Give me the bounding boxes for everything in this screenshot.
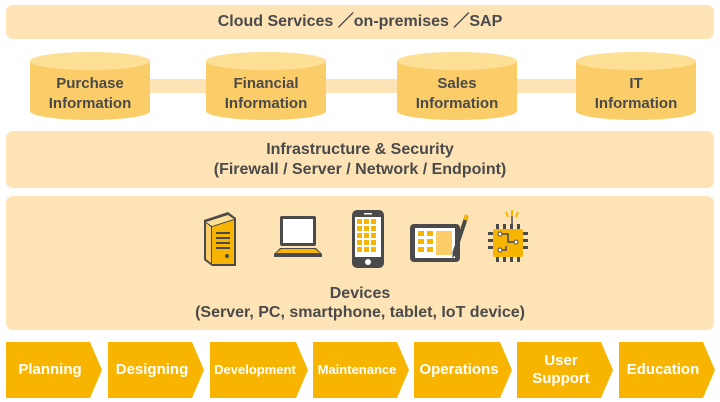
server-icon	[204, 212, 236, 266]
chevron-arrow-icon	[6, 342, 102, 398]
database-label: Sales Information	[415, 75, 499, 112]
process-label: Development	[214, 362, 296, 377]
cloud-services-label: Cloud Services ／on-premises ／SAP	[217, 13, 503, 30]
chevron-arrow-icon	[517, 342, 613, 398]
database-label: Purchase Information	[48, 75, 132, 112]
chevron-arrow-icon	[619, 342, 715, 398]
database-connector	[60, 79, 660, 93]
database-cylinder-icon	[206, 52, 326, 120]
chevron-arrow-icon	[108, 342, 204, 398]
process-step-designing: Designing	[108, 342, 204, 398]
chevron-arrow-icon	[313, 342, 409, 398]
database-label: Financial Information	[224, 75, 308, 112]
database-cylinder-icon	[576, 52, 696, 120]
device-icons	[0, 210, 720, 270]
process-step-user-support: User Support	[517, 342, 613, 398]
infrastructure-security-band: Infrastructure & Security (Firewall / Se…	[6, 131, 714, 188]
process-step-education: Education	[619, 342, 715, 398]
process-label: Designing	[115, 361, 189, 378]
process-step-planning: Planning	[6, 342, 102, 398]
infrastructure-title: Infrastructure & Security	[266, 141, 454, 158]
database-label: IT Information	[594, 75, 678, 112]
database-cylinder-icon	[30, 52, 150, 120]
chevron-arrow-icon	[414, 342, 512, 398]
infrastructure-subtitle: (Firewall / Server / Network / Endpoint)	[213, 161, 507, 178]
devices-subtitle: (Server, PC, smartphone, tablet, IoT dev…	[195, 304, 525, 321]
process-label: User Support	[532, 352, 590, 387]
database-purchase: Purchase Information	[30, 52, 150, 120]
database-it: IT Information	[576, 52, 696, 120]
process-label: Education	[626, 361, 700, 378]
iot-chip-icon	[488, 210, 528, 262]
database-cylinder-icon	[397, 52, 517, 120]
process-step-operations: Operations	[414, 342, 512, 398]
chevron-arrow-icon	[210, 342, 308, 398]
laptop-icon	[274, 216, 322, 257]
process-label: Operations	[419, 361, 499, 378]
database-sales: Sales Information	[397, 52, 517, 120]
process-step-development: Development	[210, 342, 308, 398]
process-label: Maintenance	[317, 362, 397, 377]
database-financial: Financial Information	[206, 52, 326, 120]
smartphone-icon	[352, 210, 384, 268]
cloud-services-band: Cloud Services ／on-premises ／SAP	[6, 5, 714, 39]
process-label: Planning	[18, 361, 82, 378]
tablet-icon	[410, 214, 469, 262]
process-step-maintenance: Maintenance	[313, 342, 409, 398]
devices-title: Devices	[329, 285, 391, 302]
